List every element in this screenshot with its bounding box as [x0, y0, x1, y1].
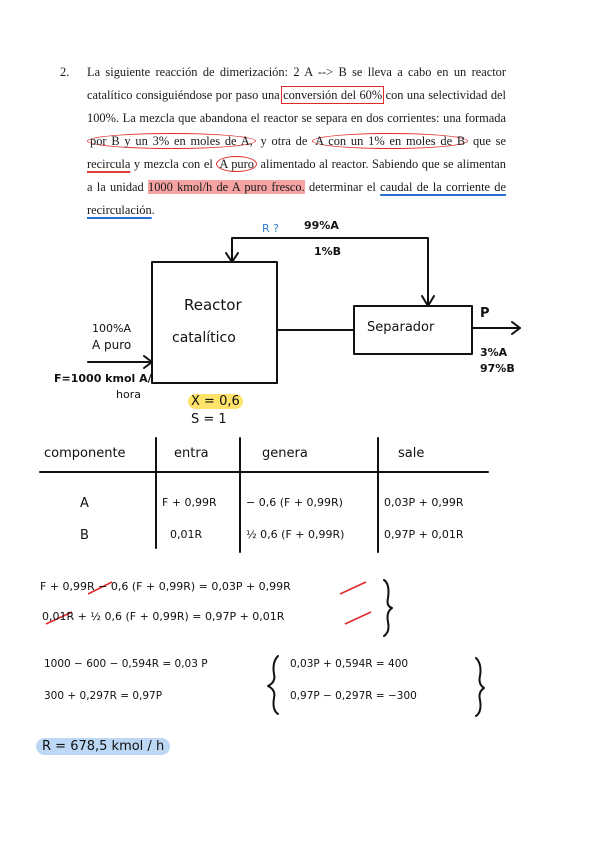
feed-label-name: A puro: [92, 338, 132, 352]
table-header-generated: genera: [262, 446, 308, 461]
equation-substituted-a: 1000 − 600 − 0,594R = 0,03 P: [44, 658, 208, 670]
row-b-component: B: [80, 528, 89, 543]
problem-segment: alimentado al reactor. Sabiendo que se a…: [87, 157, 506, 194]
problem-segment: 1000 kmol/h de A puro fresco.: [148, 180, 305, 194]
row-b-out: 0,97P + 0,01R: [384, 528, 464, 541]
row-a-in: F + 0,99R: [162, 496, 217, 509]
feed-label-purity: 100%A: [92, 322, 131, 335]
row-b-in: 0,01R: [170, 528, 203, 541]
reactor-box: [151, 261, 278, 384]
problem-segment: y mezcla con el: [130, 157, 217, 171]
problem-segment: recircula: [87, 157, 131, 171]
problem-segment: A puro: [216, 156, 257, 172]
equation-system-2: 0,97P − 0,297R = −300: [290, 690, 417, 702]
equation-system-1: 0,03P + 0,594R = 400: [290, 658, 409, 670]
feed-flow-unit: hora: [116, 388, 141, 401]
reactor-label-2: catalítico: [172, 330, 236, 346]
problem-segment: que se: [468, 134, 506, 148]
problem-segment: conversión del 60%: [281, 86, 385, 104]
result-recycle-flow: R = 678,5 kmol / h: [36, 738, 171, 755]
problem-statement: 2. La siguiente reacción de dimerización…: [60, 61, 506, 222]
problem-segment: por B y un 3% en moles de A,: [87, 133, 256, 149]
table-header-component: componente: [44, 446, 126, 461]
product-label: P: [480, 306, 490, 321]
row-b-generated: ½ 0,6 (F + 0,99R): [246, 528, 345, 541]
product-composition-a: 3%A: [480, 346, 508, 359]
equation-substituted-b: 300 + 0,297R = 0,97P: [44, 690, 163, 702]
problem-segment: A con un 1% en moles de B: [312, 133, 469, 149]
recycle-label: R ?: [262, 222, 279, 235]
selectivity-value: S = 1: [191, 412, 227, 427]
table-header-out: sale: [398, 446, 425, 461]
equation-balance-b: 0,01R + ½ 0,6 (F + 0,99R) = 0,97P + 0,01…: [42, 610, 285, 623]
problem-number: 2.: [60, 65, 70, 79]
problem-segment: caudal de la corriente de recirculación: [87, 180, 506, 217]
conversion-value: X = 0,6: [188, 394, 243, 409]
product-composition-b: 97%B: [480, 362, 515, 375]
table-header-in: entra: [174, 446, 209, 461]
recycle-stream: [231, 237, 429, 307]
feed-flow-label: F=1000 kmol A/: [54, 372, 152, 385]
row-a-component: A: [80, 496, 89, 511]
problem-segment: y otra de: [255, 134, 313, 148]
problem-segment: La siguiente reacción de dimerización: 2…: [87, 65, 506, 102]
row-a-out: 0,03P + 0,99R: [384, 496, 464, 509]
reactor-label-1: Reactor: [184, 296, 242, 314]
problem-text: La siguiente reacción de dimerización: 2…: [87, 61, 506, 222]
row-a-generated: − 0,6 (F + 0,99R): [246, 496, 343, 509]
recycle-composition-a: 99%A: [304, 219, 339, 232]
problem-segment: .: [151, 203, 155, 217]
problem-segment: con una selectividad del 100%. La mezcla…: [87, 88, 506, 125]
separator-label: Separador: [367, 320, 435, 335]
problem-segment: determinar el: [304, 180, 381, 194]
equation-balance-a: F + 0,99R − 0,6 (F + 0,99R) = 0,03P + 0,…: [40, 580, 291, 593]
recycle-composition-b: 1%B: [314, 245, 342, 258]
